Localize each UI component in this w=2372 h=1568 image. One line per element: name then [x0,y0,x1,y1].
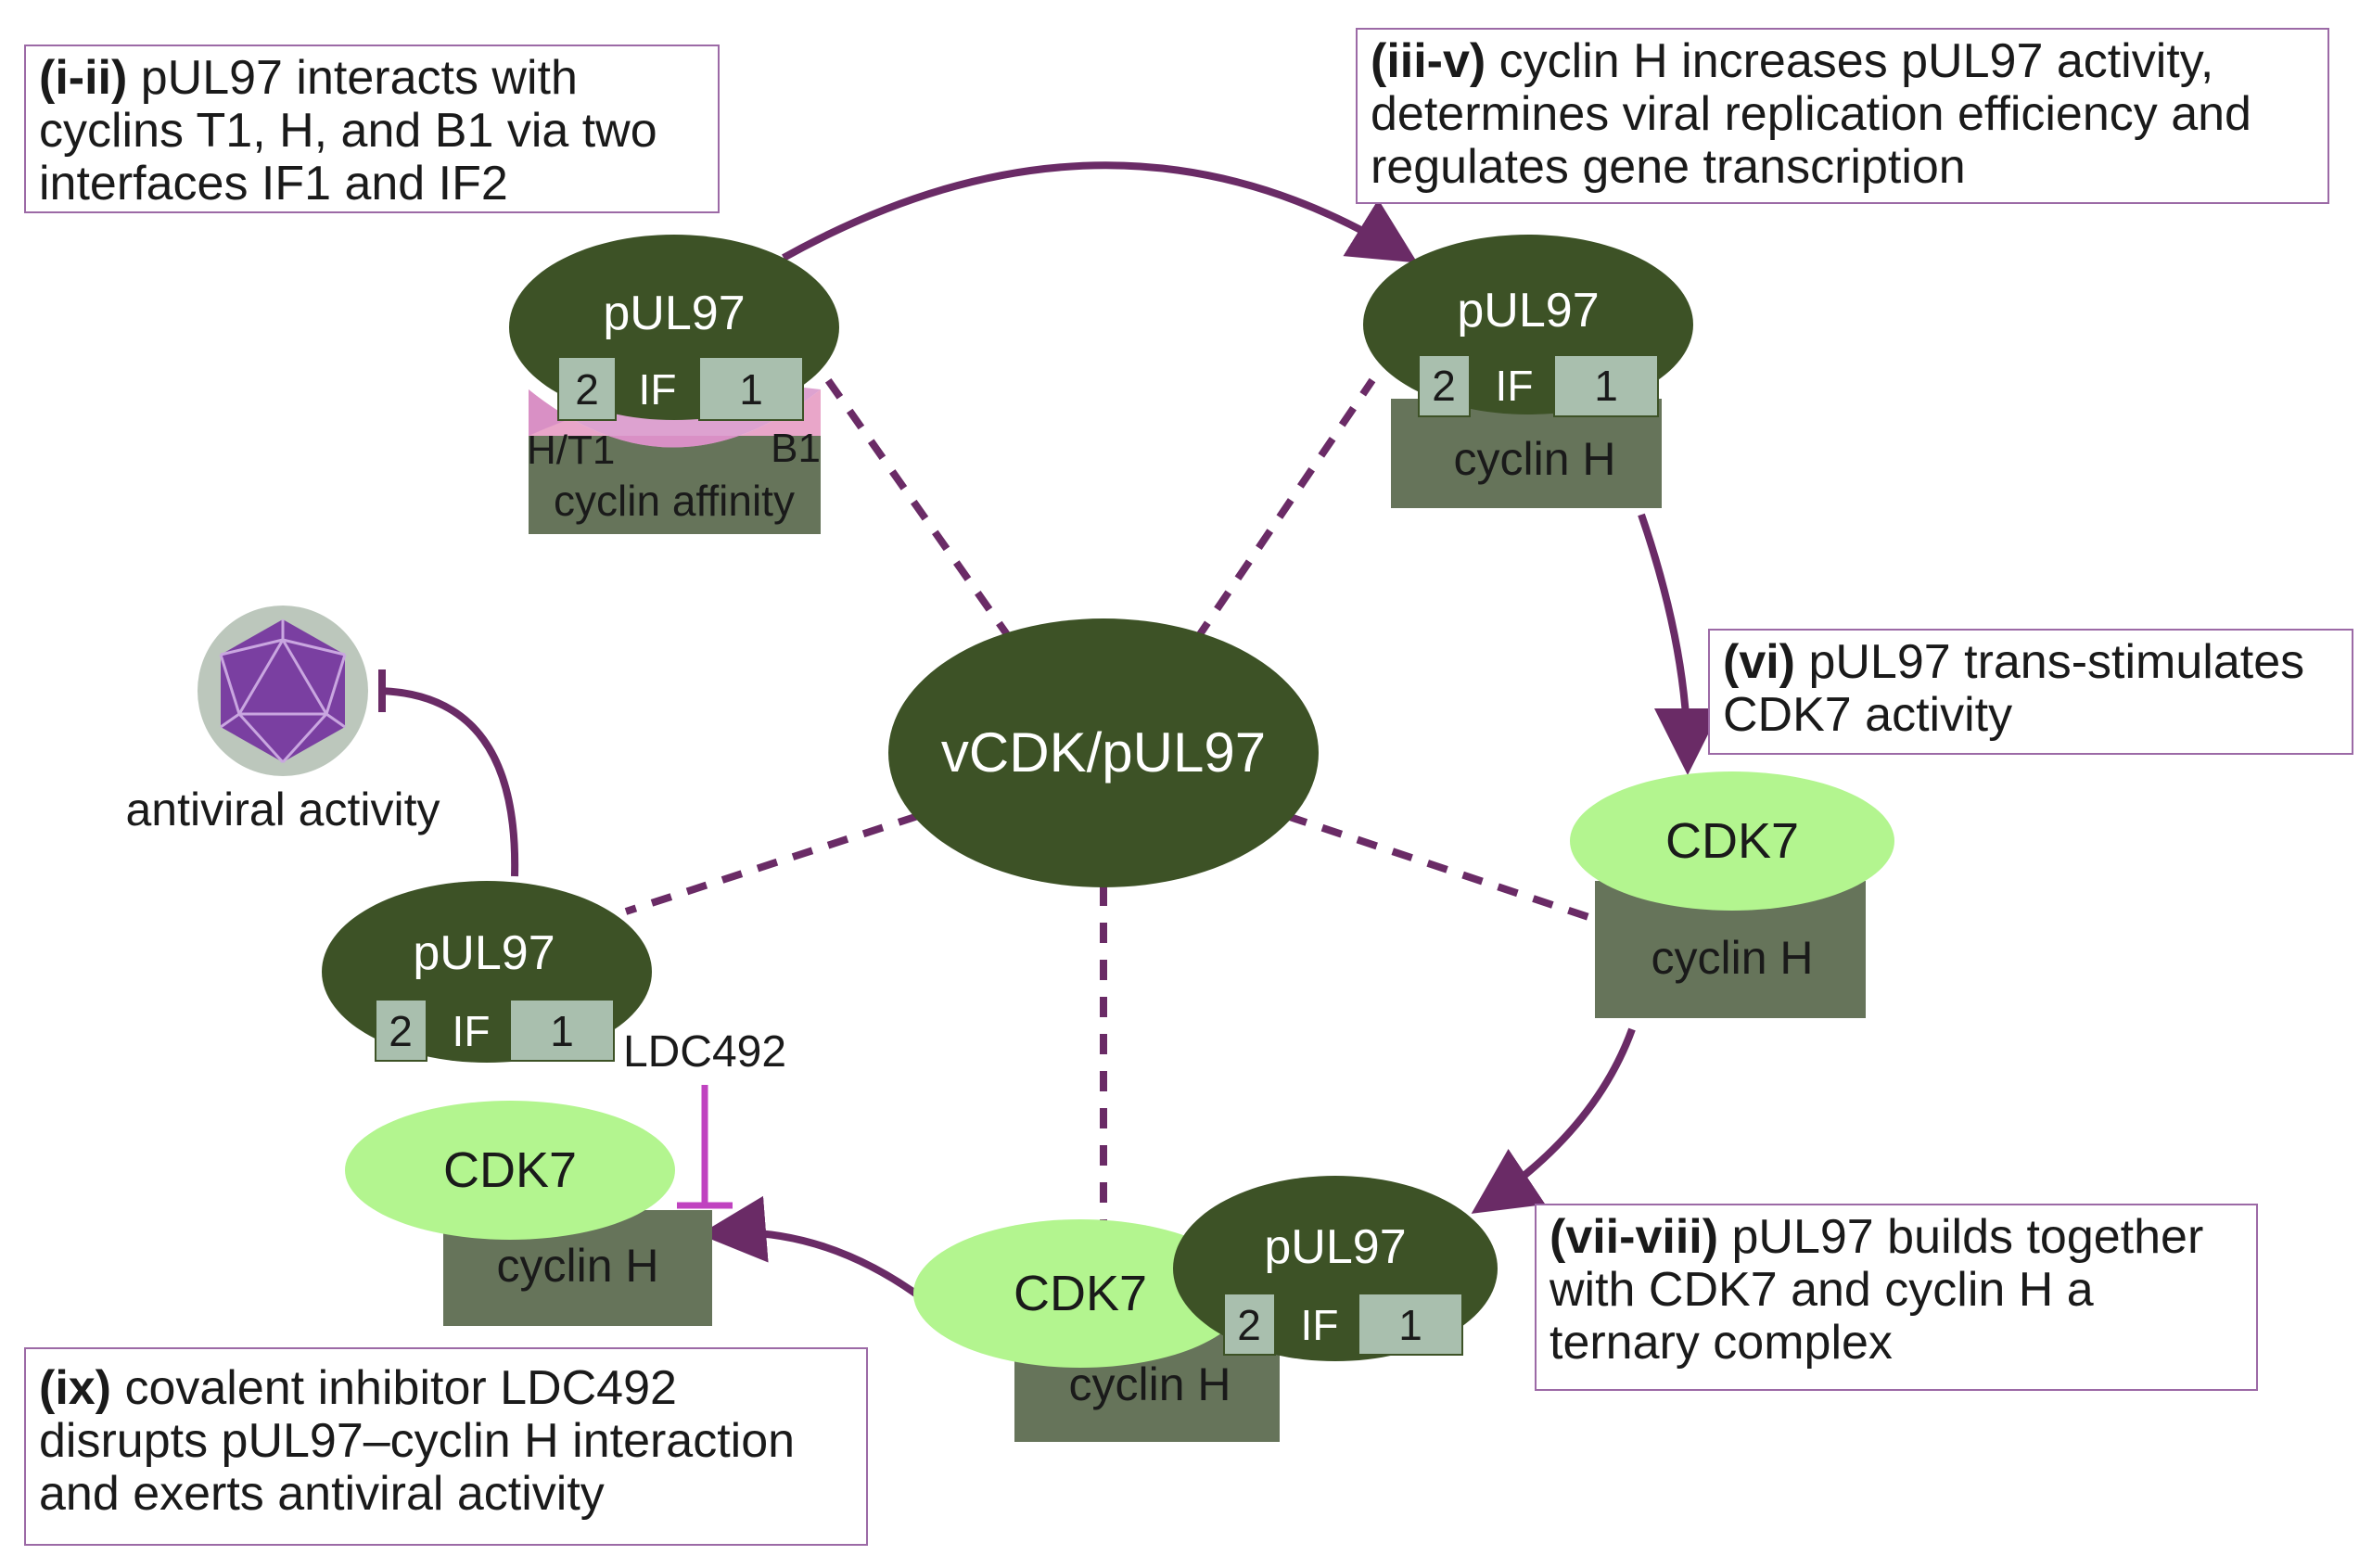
arrow-right-down [1638,513,1721,775]
cdk7-cyclin-h-complex-right: CDK7 cyclin H [1570,771,1894,1018]
arrow-top [782,161,1418,263]
spoke-top-right [1192,377,1376,643]
cdk7-ellipse [913,1219,1247,1368]
inhibited-complex-left: pUL97 2 IF 1 LDC492 CDK7 cyclin H [322,881,786,1326]
cyclin-affinity-label: cyclin affinity [554,477,795,525]
if-site-2: 2 [575,365,599,414]
if-site-1: 1 [1398,1301,1422,1349]
if2-box [1223,1293,1276,1356]
ternary-complex-bottom: CDK7 cyclin H pUL97 2 IF 1 [913,1176,1498,1442]
if1-box [698,356,804,421]
center-vcdk-ellipse [888,618,1319,887]
caption-line: cyclins T1, H, and B1 via two [39,104,657,158]
caption-line: pUL97 interacts with [127,51,578,105]
caption-line: CDK7 activity [1723,688,2013,742]
cdk7-label: CDK7 [443,1142,577,1198]
pul97-label: pUL97 [413,926,555,980]
caption-bold: (iii-v) [1371,34,1486,88]
if-label: IF [1301,1301,1339,1349]
if-site-1: 1 [550,1007,574,1055]
caption-line: covalent inhibitor LDC492 [111,1361,677,1415]
if-site-1: 1 [739,365,763,414]
pul97-cyclin-h-complex-top-right: pUL97 2 IF 1 cyclin H [1363,235,1693,508]
caption-line: ternary complex [1549,1316,1893,1370]
if-site-2: 2 [389,1007,413,1055]
if-site-1: 1 [1594,362,1618,410]
icosahedral-virion-icon [198,606,368,776]
arrow-to-inhibited [699,1195,949,1320]
ldc492-inhibition [677,1085,733,1209]
arrow-to-ternary [1471,1027,1636,1214]
caption-vii-viii: (vii-viii) pUL97 builds together with CD… [1535,1204,2258,1391]
antiviral-label: antiviral activity [126,784,440,835]
caption-vi: (vi) pUL97 trans-stimulates CDK7 activit… [1708,629,2353,755]
if1-box [1553,354,1659,417]
caption-line: determines viral replication efficiency … [1371,87,2251,141]
spoke-right [1285,812,1601,924]
pul97-label: pUL97 [1457,284,1599,338]
arrow-to-virus [379,687,519,877]
if-label: IF [1496,362,1534,410]
if-label: IF [639,365,677,414]
caption-bold: (vi) [1723,635,1795,689]
cyclin-h-label: cyclin H [1651,932,1813,984]
if2-box [1418,354,1471,417]
center-label: vCDK/pUL97 [941,721,1266,784]
if-site-2: 2 [1432,362,1456,410]
cyclin-h-label: cyclin H [1068,1358,1231,1410]
spoke-left [624,812,920,915]
caption-line: pUL97 trans-stimulates [1795,635,2305,689]
if-label: IF [453,1007,491,1055]
pul97-label: pUL97 [1264,1220,1406,1274]
caption-line: disrupts pUL97–cyclin H interaction [39,1414,796,1468]
pul97-complex-top-left: pUL97 2 IF 1 H/T1 B1 cyclin affinity [509,235,839,534]
caption-iii-v: (iii-v) cyclin H increases pUL97 activit… [1356,28,2329,204]
b1-label: B1 [771,426,821,471]
caption-ix: (ix) covalent inhibitor LDC492 disrupts … [24,1347,868,1546]
caption-bold: (i-ii) [39,51,128,105]
if2-box [557,356,617,421]
caption-line: cyclin H increases pUL97 activity, [1486,34,2214,88]
h-t1-label: H/T1 [527,427,615,473]
if1-box [1358,1293,1463,1356]
caption-bold: (vii-viii) [1549,1210,1719,1264]
cyclin-h-label: cyclin H [1453,433,1615,485]
if1-box [509,999,615,1062]
caption-line: pUL97 builds together [1718,1210,2204,1264]
caption-line: and exerts antiviral activity [39,1467,605,1521]
caption-i-ii: (i-ii) pUL97 interacts with cyclins T1, … [24,45,720,213]
spoke-top-left [824,377,1014,643]
pul97-label: pUL97 [603,287,745,340]
interaction-spokes [624,377,1601,1224]
caption-line: with CDK7 and cyclin H a [1549,1263,2094,1317]
cyclin-h-label: cyclin H [496,1240,658,1292]
cdk7-ellipse [345,1101,675,1240]
cdk7-label: CDK7 [1665,813,1799,869]
if2-box [375,999,427,1062]
h-t1-affinity-shape [529,389,821,448]
cdk7-label: CDK7 [1014,1266,1147,1321]
if-site-2: 2 [1237,1301,1261,1349]
cycle-arrows [378,161,1721,1320]
inhibitor-label: LDC492 [623,1027,786,1077]
caption-line: regulates gene transcription [1371,140,1966,194]
caption-bold: (ix) [39,1361,111,1415]
cyclin-affinity-bar [529,436,821,534]
caption-line: interfaces IF1 and IF2 [39,157,508,210]
cdk7-ellipse [1570,771,1894,911]
